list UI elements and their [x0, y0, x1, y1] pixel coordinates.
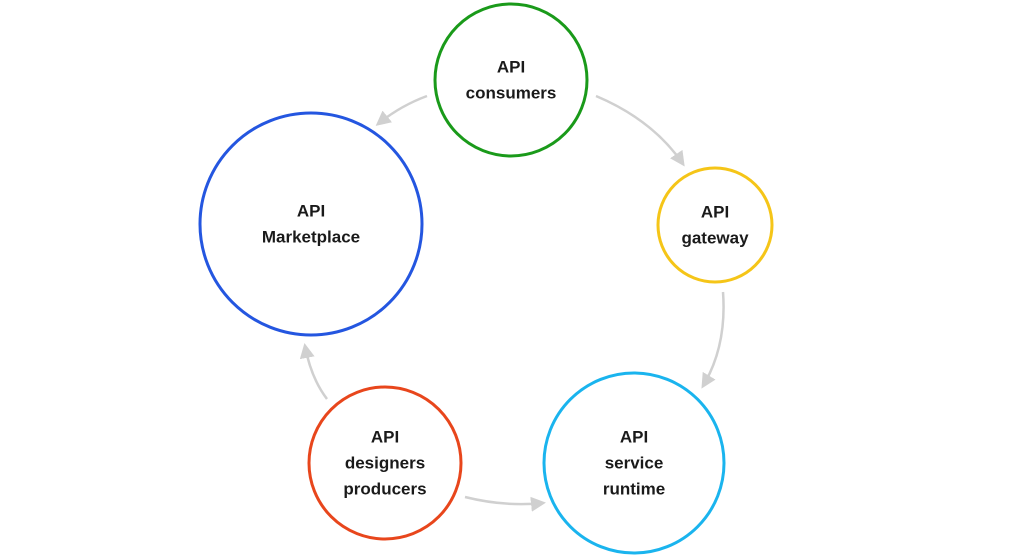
connectors [299, 94, 725, 512]
node-consumers-label-line-1: API [497, 58, 525, 77]
node-runtime-label-line-3: runtime [603, 480, 665, 499]
node-designers: API designers producers [307, 385, 463, 541]
arrow-gateway-to-runtime [701, 291, 725, 389]
node-consumers-circle [433, 2, 589, 158]
arrow-designers-to-runtime [464, 495, 546, 512]
arrow-consumers-to-gateway [595, 94, 685, 167]
node-designers-circle [307, 385, 463, 541]
node-gateway: API gateway [656, 166, 774, 284]
node-marketplace-circle [198, 111, 424, 337]
node-consumers-label-line-2: consumers [466, 84, 557, 103]
node-designers-label-line-2: designers [345, 454, 425, 473]
node-runtime-circle [542, 371, 726, 555]
arrow-designers-to-marketplace [299, 343, 328, 400]
node-consumers: API consumers [433, 2, 589, 158]
node-runtime-label-line-1: API [620, 428, 648, 447]
node-runtime: API service runtime [542, 371, 726, 555]
node-marketplace: API Marketplace [198, 111, 424, 337]
node-marketplace-label-line-2: Marketplace [262, 228, 360, 247]
node-runtime-label-line-2: service [605, 454, 664, 473]
node-designers-label-line-3: producers [343, 480, 426, 499]
arrow-consumers-to-marketplace [375, 94, 428, 126]
node-gateway-circle [656, 166, 774, 284]
node-gateway-label-line-1: API [701, 203, 729, 222]
node-marketplace-label-line-1: API [297, 202, 325, 221]
node-designers-label-line-1: API [371, 428, 399, 447]
nodes: APIconsumersAPIMarketplaceAPIgatewayAPId… [198, 2, 774, 555]
node-gateway-label-line-2: gateway [681, 229, 749, 248]
